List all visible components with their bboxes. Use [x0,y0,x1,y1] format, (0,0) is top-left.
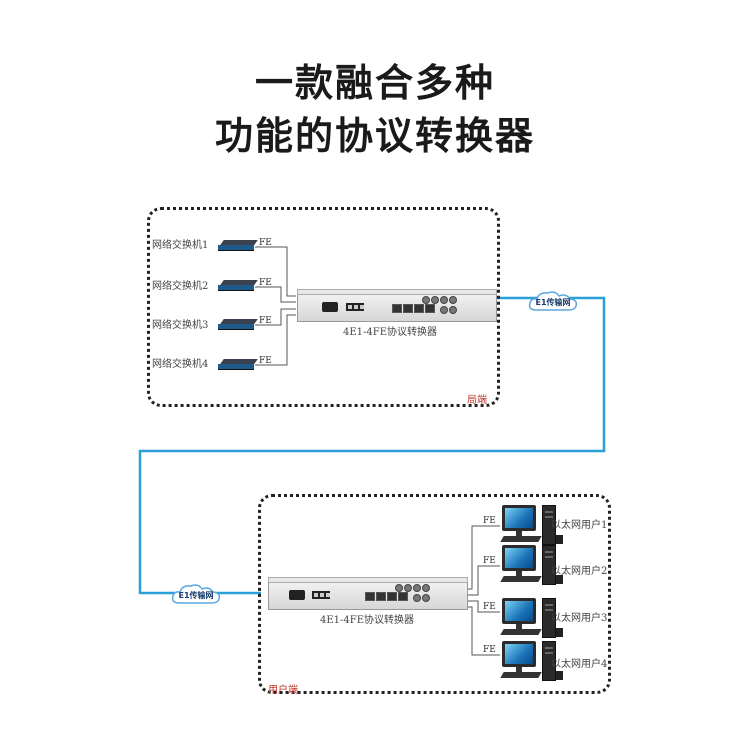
protocol-converter-local [297,289,497,322]
rj45-port-icon [392,304,402,313]
bnc-connector-icon [422,584,430,592]
device-label-local: 4E1-4FE协议转换器 [343,327,438,338]
network-switch-1 [218,240,258,251]
fe-port-label: FE [259,238,272,248]
switch-label-2: 网络交换机2 [152,281,209,292]
bnc-connector-icon [413,594,421,602]
rj45-port-icon [398,592,408,601]
device-label-user: 4E1-4FE协议转换器 [320,615,415,626]
local-side-label: 局端 [467,395,487,406]
network-switch-3 [218,319,258,330]
local-side-box [147,207,500,407]
switch-label-3: 网络交换机3 [152,320,209,331]
switch-label-1: 网络交换机1 [152,240,209,251]
rj45-port-icon [414,304,424,313]
power-socket-icon [289,590,305,600]
fe-port-label: FE [483,556,496,566]
bnc-connector-icon [440,296,448,304]
led-panel-icon [312,591,330,599]
bnc-connector-icon [413,584,421,592]
client-label-4: 以太网用户4 [551,659,608,670]
bnc-connector-icon [440,306,448,314]
title-line-2: 功能的协议转换器 [214,114,535,158]
bnc-connector-icon [422,296,430,304]
cloud-icon: E1传输网 [171,583,221,605]
rj45-port-icon [425,304,435,313]
fe-port-label: FE [259,278,272,288]
user-side-label: 用户端 [268,685,298,696]
cloud-icon: E1传输网 [528,290,578,312]
computer-icon [500,505,570,551]
bnc-connector-icon [422,594,430,602]
cloud-label-top: E1传输网 [535,298,571,307]
client-label-2: 以太网用户2 [551,566,608,577]
bnc-connector-icon [449,296,457,304]
led-panel-icon [346,303,364,311]
rj45-port-icon [403,304,413,313]
fe-port-label: FE [483,602,496,612]
title-line-1: 一款融合多种 [254,61,495,105]
network-switch-4 [218,359,258,370]
computer-icon [500,545,570,591]
fe-port-label: FE [483,645,496,655]
rj45-port-icon [376,592,386,601]
cloud-label-bottom: E1传输网 [178,591,214,600]
bnc-connector-icon [449,306,457,314]
rj45-port-icon [365,592,375,601]
bnc-connector-icon [395,584,403,592]
fe-port-label: FE [259,316,272,326]
computer-icon [500,641,570,687]
switch-label-4: 网络交换机4 [152,359,209,370]
fe-port-label: FE [259,356,272,366]
rj45-port-icon [387,592,397,601]
bnc-connector-icon [404,584,412,592]
computer-icon [500,598,570,644]
bnc-connector-icon [431,296,439,304]
client-label-3: 以太网用户3 [551,613,608,624]
client-label-1: 以太网用户1 [551,520,608,531]
protocol-converter-user [268,577,468,610]
user-side-box [258,494,611,694]
fe-port-label: FE [483,516,496,526]
power-socket-icon [322,302,338,312]
network-switch-2 [218,280,258,291]
